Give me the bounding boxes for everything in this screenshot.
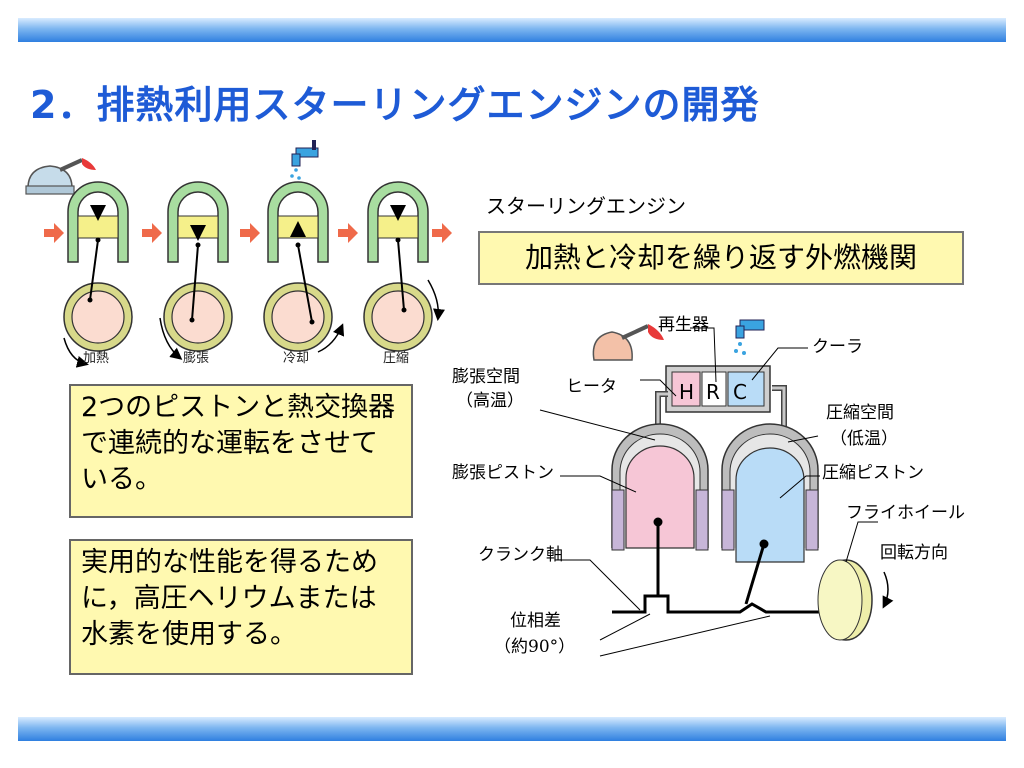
cycle-stage-compression <box>363 181 445 352</box>
note-box-gas: 実用的な性能を得るために，高圧ヘリウムまたは水素を使用する。 <box>69 539 413 675</box>
leader-lines <box>539 327 878 657</box>
cycle-stage-expansion <box>159 181 233 360</box>
flywheel <box>817 559 894 641</box>
label-expansion-space: 膨張空間 <box>452 367 520 387</box>
faucet-icon <box>290 140 319 180</box>
flow-arrows <box>44 223 452 243</box>
label-regenerator: 再生器 <box>658 315 709 335</box>
label-phase: 位相差 <box>510 611 561 631</box>
slide-title: 2．排熱利用スターリングエンジンの開発 <box>30 83 760 127</box>
cycle-stage-heating <box>63 181 133 368</box>
compression-cylinder <box>721 423 819 563</box>
label-heater: ヒータ <box>566 377 617 397</box>
cycle-label-heating: 加熱 <box>83 351 109 366</box>
label-flywheel: フライホイール <box>846 503 965 523</box>
label-cooler: クーラ <box>812 337 863 357</box>
expansion-cylinder <box>611 423 709 551</box>
cycle-label-compression: 圧縮 <box>383 350 409 366</box>
label-phase-value: （約90°） <box>494 637 575 657</box>
heater-letter: H <box>679 380 694 404</box>
faucet-icon-large <box>734 319 765 355</box>
burner-icon <box>25 158 96 195</box>
cycle-stage-cooling <box>263 181 345 353</box>
burner-icon-large <box>592 324 664 361</box>
cycle-label-cooling: 冷却 <box>283 351 309 366</box>
top-gradient-bar <box>18 18 1006 42</box>
label-compression-space-temp: （低温） <box>830 429 898 449</box>
regenerator-letter: R <box>706 380 720 404</box>
label-rotation: 回転方向 <box>880 543 948 563</box>
heat-exchanger: H R C <box>665 365 771 413</box>
label-compression-piston: 圧縮ピストン <box>822 463 924 483</box>
note-box-pistons: 2つのピストンと熱交換器で連続的な運転をさせている。 <box>69 384 413 518</box>
headline-box: 加熱と冷却を繰り返す外燃機関 <box>478 231 964 285</box>
label-compression-space: 圧縮空間 <box>826 403 894 423</box>
label-expansion-space-temp: （高温） <box>456 391 524 411</box>
cycle-label-expansion: 膨張 <box>183 351 209 366</box>
label-crankshaft: クランク軸 <box>478 545 563 565</box>
label-expansion-piston: 膨張ピストン <box>452 463 554 483</box>
cooler-letter: C <box>733 380 747 404</box>
section-subtitle: スターリングエンジン <box>486 194 686 218</box>
crankshaft <box>612 517 830 614</box>
bottom-gradient-bar <box>18 717 1006 741</box>
